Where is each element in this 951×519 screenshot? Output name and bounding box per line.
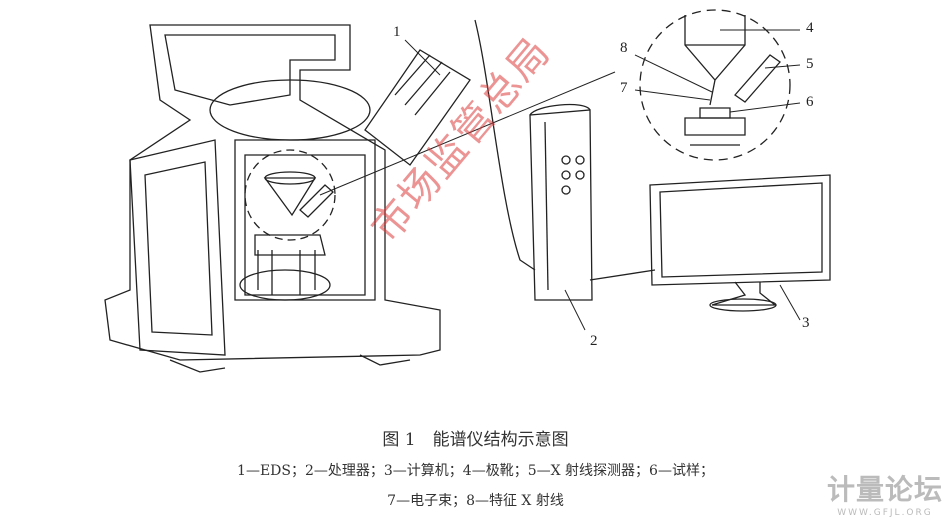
logo-url: WWW.GFJL.ORG <box>837 508 933 518</box>
callout-7: 7 <box>620 80 628 96</box>
leader-lines <box>319 29 801 331</box>
cable <box>474 19 536 271</box>
callout-5: 5 <box>806 56 814 72</box>
callout-8: 8 <box>620 40 628 56</box>
processor-tower <box>529 103 656 301</box>
figure-title: 图 1 能谱仪结构示意图 <box>382 430 569 450</box>
figure-legend-line-2: 7—电子束；8—特征 X 射线 <box>387 493 564 509</box>
callout-2: 2 <box>590 333 598 349</box>
eds-diagram <box>104 9 831 373</box>
sem-instrument <box>104 24 471 373</box>
callout-1: 1 <box>393 24 401 40</box>
detail-inset <box>639 9 791 161</box>
callout-6: 6 <box>806 94 814 110</box>
callout-3: 3 <box>802 315 810 331</box>
figure-legend-line-1: 1—EDS；2—处理器；3—计算机；4—极靴；5—X 射线探测器；6—试样； <box>237 463 714 479</box>
callout-4: 4 <box>806 20 814 36</box>
site-logo: 计量论坛 WWW.GFJL.ORG <box>827 468 943 518</box>
computer-monitor <box>649 174 831 312</box>
logo-title: 计量论坛 <box>826 473 943 506</box>
